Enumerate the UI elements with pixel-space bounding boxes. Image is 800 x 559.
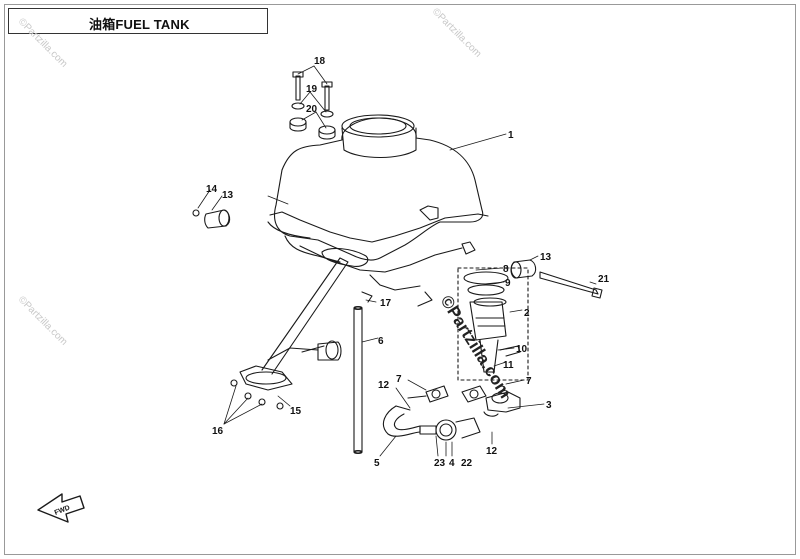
- callout-14: 14: [206, 184, 218, 195]
- callout-7-right: 7: [526, 376, 532, 387]
- callout-13-right: 13: [540, 252, 552, 263]
- callout-16: 16: [212, 426, 224, 437]
- callout-21: 21: [598, 274, 610, 285]
- callout-12-left: 12: [378, 380, 390, 391]
- diagram-title: 油箱FUEL TANK: [89, 17, 190, 32]
- fuel-hose-5: [382, 405, 481, 441]
- watermark-top-right: ©Partzilla.com: [430, 6, 483, 59]
- callout-4: 4: [449, 458, 455, 469]
- clip-17: [361, 291, 373, 303]
- callout-11: 11: [503, 360, 514, 371]
- diagram-frame: [4, 4, 796, 555]
- callout-7-left: 7: [396, 374, 402, 385]
- fwd-arrow-icon: [37, 493, 85, 523]
- title-box: 油箱FUEL TANK: [8, 8, 268, 34]
- callout-18: 18: [314, 56, 326, 67]
- callout-15: 15: [290, 406, 302, 417]
- callout-3: 3: [546, 400, 552, 411]
- callout-20: 20: [306, 104, 318, 115]
- callout-22: 22: [461, 458, 473, 469]
- callout-9: 9: [505, 278, 511, 289]
- grommet-13-left: [192, 209, 231, 229]
- callout-23: 23: [434, 458, 446, 469]
- watermark-top-left: ©Partzilla.com: [16, 16, 69, 69]
- callout-12-right: 12: [486, 446, 498, 457]
- callout-13-left: 13: [222, 190, 234, 201]
- fwd-label: FWD: [54, 504, 71, 516]
- callout-6: 6: [378, 336, 384, 347]
- breather-hose-6: [353, 305, 363, 455]
- grommet-13-right-and-bolt-21: [510, 259, 603, 299]
- watermark-bottom-left: ©Partzilla.com: [16, 294, 69, 347]
- mounting-bolts-18-20: [289, 71, 336, 140]
- fuel-sender-unit: [239, 257, 349, 391]
- callout-5: 5: [374, 458, 380, 469]
- washers-16: [230, 379, 284, 410]
- callout-17: 17: [380, 298, 392, 309]
- leader-lines: [197, 65, 597, 457]
- fuel-tank-body: [267, 114, 489, 307]
- quick-connectors-7: [407, 385, 521, 417]
- callout-19: 19: [306, 84, 318, 95]
- callout-10: 10: [516, 344, 528, 355]
- callout-labels: 1 2 3 4 5 6 7 7 8 9 10 11 12 12 13 13 14…: [206, 56, 610, 469]
- callout-1: 1: [508, 130, 514, 141]
- callout-8: 8: [503, 264, 509, 275]
- callout-2: 2: [524, 308, 530, 319]
